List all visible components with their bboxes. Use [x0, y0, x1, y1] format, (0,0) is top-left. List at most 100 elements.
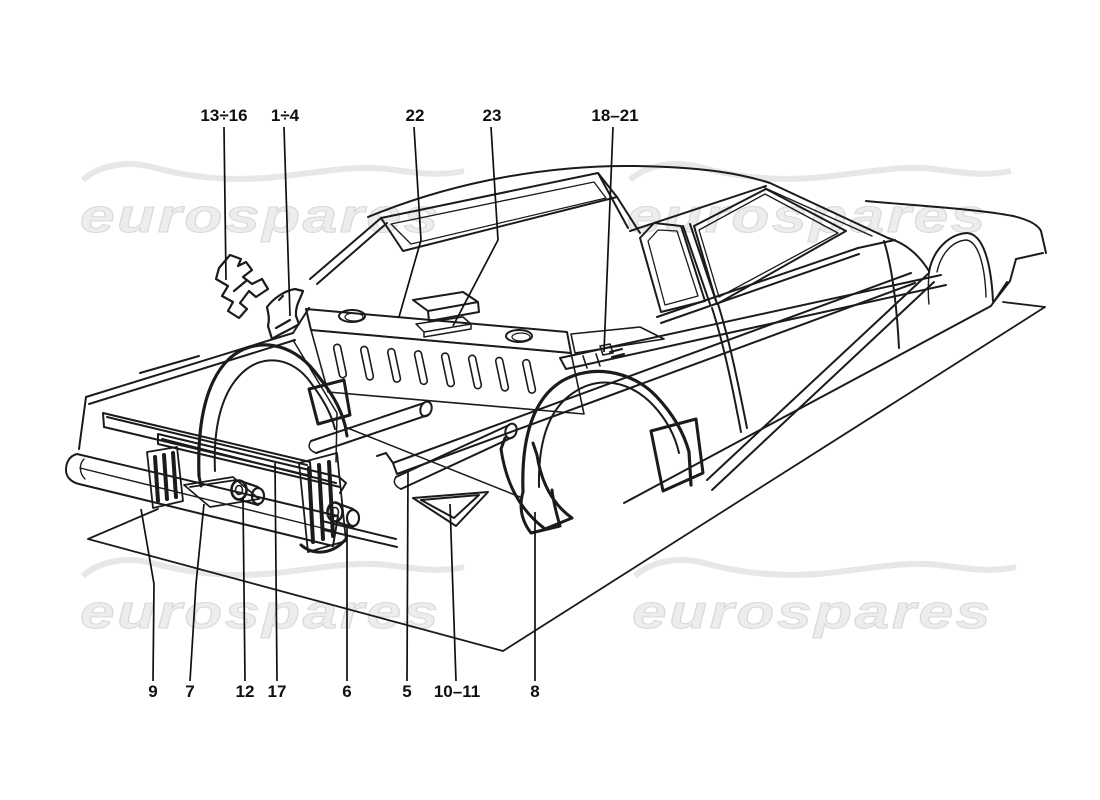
- watermark-text: eurospares: [627, 189, 988, 242]
- callout-22: 22: [398, 106, 425, 318]
- leader-line-10-11: [449, 503, 457, 682]
- a-pillar-inner-line: [764, 187, 873, 237]
- callout-23: 23: [452, 106, 502, 327]
- part-number-label-18-21[interactable]: 18–21: [591, 106, 638, 125]
- arch-skin-panel-8: [499, 436, 574, 531]
- watermark-swoosh-icon: [632, 557, 1017, 579]
- callout-13-16: 13÷16: [200, 106, 248, 281]
- callout-8: 8: [530, 512, 540, 701]
- watermark-bottom-left: eurospares: [79, 557, 465, 639]
- floor-front-edge: [344, 426, 521, 498]
- beltline: [656, 239, 896, 324]
- part-number-label-10-11[interactable]: 10–11: [434, 682, 480, 701]
- shelf-hole-left: [338, 309, 366, 323]
- callout-6: 6: [342, 528, 352, 701]
- part-number-label-22[interactable]: 22: [406, 106, 425, 125]
- rocker-sill-lines: [706, 272, 935, 491]
- shelf-hole-right-inner: [511, 332, 531, 342]
- part-number-label-6[interactable]: 6: [342, 682, 351, 701]
- rear-bumper: [65, 453, 339, 547]
- slotted-bracket-left-9: [146, 446, 184, 509]
- front-wheel-arch-inner: [936, 239, 987, 298]
- bracket-13-16: [214, 253, 270, 320]
- leader-line-23: [452, 126, 499, 327]
- shelf-raised-plate-22: [412, 291, 480, 322]
- part-number-label-23[interactable]: 23: [483, 106, 502, 125]
- sill-strip-17: [157, 433, 347, 494]
- front-wheel-arch: [928, 232, 994, 302]
- front-door-edge: [927, 271, 930, 305]
- part-number-label-7[interactable]: 7: [185, 682, 194, 701]
- shelf-hole-right: [505, 329, 533, 343]
- bracket-1-4: [265, 287, 305, 341]
- mount-bushing-12: [230, 479, 266, 507]
- left-wheelhouse-opening: [307, 378, 352, 426]
- tail-panel-left-edge: [78, 396, 87, 450]
- front-bumper-lines: [992, 252, 1044, 304]
- leader-line-17: [274, 462, 278, 682]
- leader-line-9: [140, 508, 155, 682]
- watermark-text: eurospares: [632, 585, 993, 638]
- watermark-swoosh-icon: [627, 161, 1012, 183]
- floor-tube-front-endcap: [504, 422, 518, 440]
- watermark-swoosh-icon: [80, 161, 465, 183]
- fender-pillar-join: [887, 237, 930, 272]
- callouts-layer: 13÷16 1÷4 22 23 18–21 9 7 12 17 6 5 10–11 8: [140, 106, 639, 701]
- part-number-label-17[interactable]: 17: [268, 682, 287, 701]
- part-number-label-8[interactable]: 8: [530, 682, 539, 701]
- callout-1-4: 1÷4: [271, 106, 300, 317]
- rear-bumper-seam: [79, 467, 335, 532]
- leader-line-5: [406, 471, 409, 682]
- front-fender-hood-line: [865, 200, 1047, 254]
- lower-body-line: [623, 281, 1008, 504]
- mount-plate-7: [183, 476, 260, 508]
- callout-7: 7: [185, 503, 205, 701]
- rear-window-inner: [390, 181, 607, 245]
- callout-9: 9: [140, 508, 158, 701]
- shelf-hole-left-inner: [344, 312, 364, 322]
- leader-line-22: [398, 126, 422, 318]
- leader-line-1-4: [283, 126, 291, 317]
- sill-strip-6: [321, 520, 398, 548]
- door-rear-shut-line: [711, 303, 748, 433]
- part-number-label-12[interactable]: 12: [236, 682, 255, 701]
- watermark-layer: eurospares eurospares eurospares eurospa…: [79, 161, 1017, 639]
- quarter-window-inner: [647, 229, 699, 306]
- watermark-bottom-right: eurospares: [631, 557, 1017, 639]
- leader-line-12: [242, 497, 246, 682]
- callout-18-21: 18–21: [591, 106, 639, 353]
- part-number-label-5[interactable]: 5: [402, 682, 411, 701]
- callout-17: 17: [268, 462, 287, 701]
- watermark-text: eurospares: [80, 189, 441, 242]
- door-window: [693, 188, 847, 305]
- floor-tube-front-cap2: [393, 476, 402, 490]
- c-pillar-left: [309, 217, 388, 285]
- floor-tube-front: [395, 424, 514, 490]
- part-number-label-13-16[interactable]: 13÷16: [200, 106, 247, 125]
- leader-line-7: [189, 503, 205, 682]
- floor-side-rail-5: [376, 272, 916, 475]
- gusset-plate-10-11: [412, 491, 489, 527]
- left-wheelhouse-arch-inner: [213, 359, 336, 472]
- roof-line: [367, 164, 889, 239]
- part-number-label-9[interactable]: 9: [148, 682, 157, 701]
- ground-platform-outline: [87, 301, 1046, 652]
- right-wheelhouse-arch-inner: [537, 381, 680, 488]
- floor-tube-rear-endcap: [419, 400, 433, 418]
- sill-hat-rail-18-21: [570, 326, 665, 369]
- right-wheelhouse-arch: [521, 369, 693, 494]
- watermark-top-left: eurospares: [79, 161, 465, 243]
- floor-tube-rear: [310, 402, 429, 454]
- shelf-latch-plate-23: [415, 316, 472, 338]
- right-wheelhouse-leg: [519, 488, 562, 535]
- c-pillar-right: [597, 172, 641, 234]
- car-wireframe: [65, 164, 1047, 652]
- quarter-window: [639, 222, 706, 313]
- part-number-label-1-4[interactable]: 1÷4: [271, 106, 300, 125]
- callout-10-11: 10–11: [434, 503, 480, 701]
- right-wheelhouse-opening: [649, 417, 705, 493]
- callout-5: 5: [402, 471, 412, 701]
- callout-12: 12: [236, 497, 255, 701]
